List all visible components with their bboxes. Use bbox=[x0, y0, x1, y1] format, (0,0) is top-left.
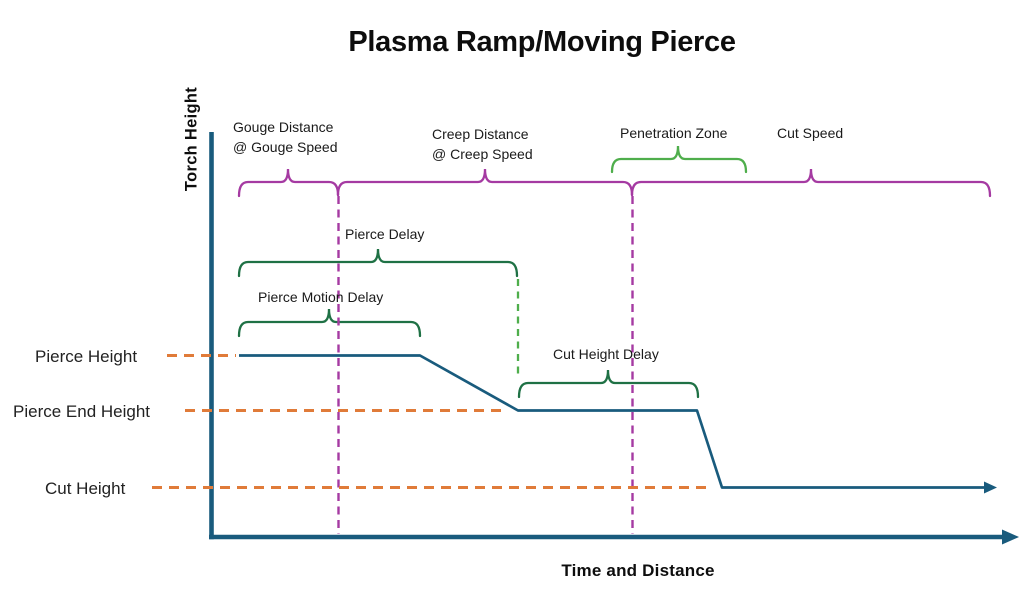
penetration-zone-label: Penetration Zone bbox=[620, 125, 728, 141]
cut-height-label: Cut Height bbox=[45, 479, 126, 498]
gouge-distance-line1: Gouge Distance bbox=[233, 119, 334, 135]
creep-distance-line1: Creep Distance bbox=[432, 126, 529, 142]
x-axis-arrowhead bbox=[1002, 529, 1019, 545]
phase-bracket-gouge bbox=[237, 168, 340, 198]
phase-bracket-creep bbox=[336, 168, 634, 197]
trace-arrowhead bbox=[984, 481, 997, 494]
creep-distance-line2: @ Creep Speed bbox=[432, 146, 533, 162]
creep-distance-label: Creep Distance @ Creep Speed bbox=[432, 124, 533, 164]
phase-bracket-cut-speed bbox=[630, 168, 992, 198]
x-axis-label: Time and Distance bbox=[561, 561, 715, 580]
pierce-delay-label: Pierce Delay bbox=[345, 226, 425, 242]
pierce-end-height-label: Pierce End Height bbox=[13, 402, 151, 421]
pierce-motion-delay-bracket bbox=[237, 308, 422, 338]
gouge-distance-label: Gouge Distance @ Gouge Speed bbox=[233, 117, 338, 157]
y-axis-label: Torch Height bbox=[182, 86, 201, 192]
cut-speed-label: Cut Speed bbox=[777, 125, 844, 141]
diagram-title: Plasma Ramp/Moving Pierce bbox=[348, 26, 736, 58]
cut-height-delay-bracket bbox=[517, 369, 700, 399]
gouge-distance-line2: @ Gouge Speed bbox=[233, 139, 338, 155]
pierce-motion-delay-label: Pierce Motion Delay bbox=[258, 289, 384, 305]
pierce-delay-bracket bbox=[237, 248, 519, 278]
pierce-height-label: Pierce Height bbox=[35, 347, 138, 366]
torch-height-trace bbox=[239, 354, 986, 489]
penetration-zone-bracket bbox=[610, 145, 748, 174]
cut-height-delay-label: Cut Height Delay bbox=[553, 346, 659, 362]
